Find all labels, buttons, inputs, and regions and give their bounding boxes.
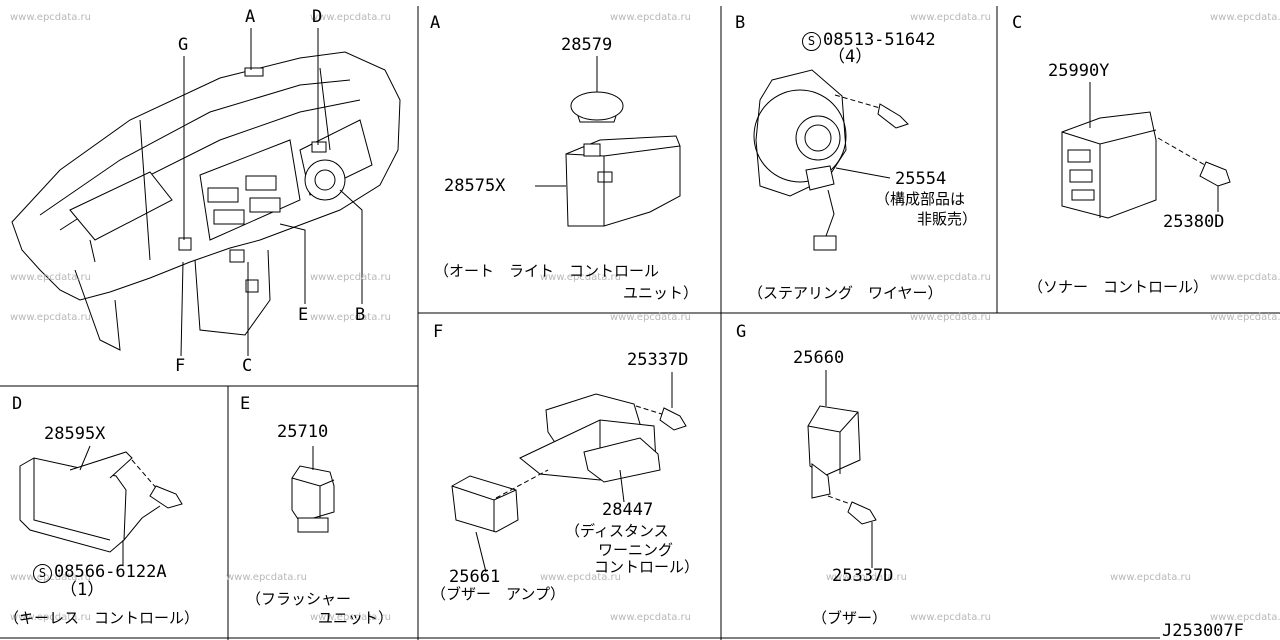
panel-borders	[0, 6, 1280, 640]
watermark: www.epcdata.ru	[610, 12, 691, 23]
part-number[interactable]: 25337D	[627, 350, 689, 370]
watermark: www.epcdata.ru	[540, 272, 621, 283]
panel-e-caption: （フラッシャー	[246, 590, 352, 608]
callout-g[interactable]: G	[178, 35, 189, 55]
watermark: www.epcdata.ru	[910, 612, 991, 623]
watermark: www.epcdata.ru	[10, 272, 91, 283]
diagram-code: J253007F	[1162, 621, 1244, 640]
part-number[interactable]: 28575X	[444, 176, 506, 196]
watermark: www.epcdata.ru	[1210, 612, 1280, 623]
part-number[interactable]: 25990Y	[1048, 61, 1110, 81]
panel-b-caption: （ステアリング ワイヤー）	[748, 284, 943, 302]
part-number[interactable]: 25660	[793, 348, 845, 368]
watermark: www.epcdata.ru	[310, 272, 391, 283]
panel-g-caption: （ブザー）	[812, 609, 888, 627]
callout-c[interactable]: C	[242, 356, 253, 376]
callout-b[interactable]: B	[355, 305, 366, 325]
part-number[interactable]: 25380D	[1163, 212, 1225, 232]
screw-quantity: （4）	[828, 47, 873, 67]
watermark: www.epcdata.ru	[10, 312, 91, 323]
callout-f[interactable]: F	[175, 356, 186, 376]
panel-b-drawing	[753, 69, 909, 251]
watermark: www.epcdata.ru	[826, 572, 907, 583]
watermark: www.epcdata.ru	[310, 312, 391, 323]
watermark: www.epcdata.ru	[10, 12, 91, 23]
screw-symbol-icon: S	[802, 32, 821, 51]
panel-c-letter: C	[1012, 13, 1023, 33]
watermark: www.epcdata.ru	[310, 12, 391, 23]
watermark: www.epcdata.ru	[610, 312, 691, 323]
watermark: www.epcdata.ru	[226, 572, 307, 583]
panel-f-note: （ディスタンス	[565, 522, 669, 540]
panel-c-caption: （ソナー コントロール）	[1028, 278, 1209, 296]
watermark: www.epcdata.ru	[1110, 572, 1191, 583]
panel-f-note-line3: コントロール）	[594, 558, 700, 576]
panel-e-letter: E	[240, 394, 251, 414]
screw-part-label: 08566-6122A	[54, 562, 167, 582]
panel-d-drawing	[19, 445, 183, 566]
panel-d-letter: D	[12, 394, 23, 414]
panel-a-letter: A	[430, 13, 441, 33]
panel-g-letter: G	[736, 322, 747, 342]
panel-b-note-line2: 非販売）	[917, 210, 978, 228]
watermark: www.epcdata.ru	[910, 12, 991, 23]
part-number[interactable]: 25337D	[832, 566, 894, 586]
screw-symbol-icon: S	[33, 564, 52, 583]
panel-a-drawing	[535, 56, 681, 227]
part-number[interactable]: 28447	[602, 500, 654, 520]
panel-g-drawing	[807, 370, 877, 568]
watermark: www.epcdata.ru	[1210, 12, 1280, 23]
panel-b-letter: B	[735, 13, 746, 33]
screw-part-label: 08513-51642	[823, 30, 936, 50]
callout-e[interactable]: E	[298, 305, 309, 325]
watermark: www.epcdata.ru	[10, 612, 91, 623]
panel-f-note-line2: ワーニング	[598, 541, 674, 559]
panel-f-drawing	[451, 372, 687, 573]
watermark: www.epcdata.ru	[910, 312, 991, 323]
panel-a-caption: （オート ライト コントロール	[434, 262, 660, 280]
watermark: www.epcdata.ru	[910, 272, 991, 283]
panel-f-letter: F	[433, 322, 444, 342]
watermark: www.epcdata.ru	[1210, 272, 1280, 283]
part-number[interactable]: 25661	[449, 567, 501, 587]
panel-b-note: （構成部品は	[875, 190, 966, 208]
watermark: www.epcdata.ru	[610, 612, 691, 623]
panel-f-caption: （ブザー アンプ）	[431, 585, 565, 603]
panel-a-caption-line2: ユニット）	[623, 284, 699, 302]
part-number[interactable]: 28595X	[44, 424, 106, 444]
watermark: www.epcdata.ru	[1210, 312, 1280, 323]
watermark: www.epcdata.ru	[540, 572, 621, 583]
watermark: www.epcdata.ru	[310, 612, 391, 623]
dashboard-overview-drawing	[11, 28, 401, 357]
panel-d-caption: （キーレス コントロール）	[4, 609, 200, 627]
panel-e-caption-line2: ユニット）	[318, 609, 394, 627]
panel-e-drawing	[291, 446, 335, 533]
part-number[interactable]: 25710	[277, 422, 329, 442]
screw-quantity: （1）	[60, 580, 105, 600]
part-number[interactable]: 25554	[895, 169, 947, 189]
callout-d[interactable]: D	[312, 7, 323, 27]
panel-c-drawing	[1061, 82, 1231, 219]
callout-a[interactable]: A	[245, 7, 256, 27]
part-number[interactable]: 28579	[561, 35, 613, 55]
